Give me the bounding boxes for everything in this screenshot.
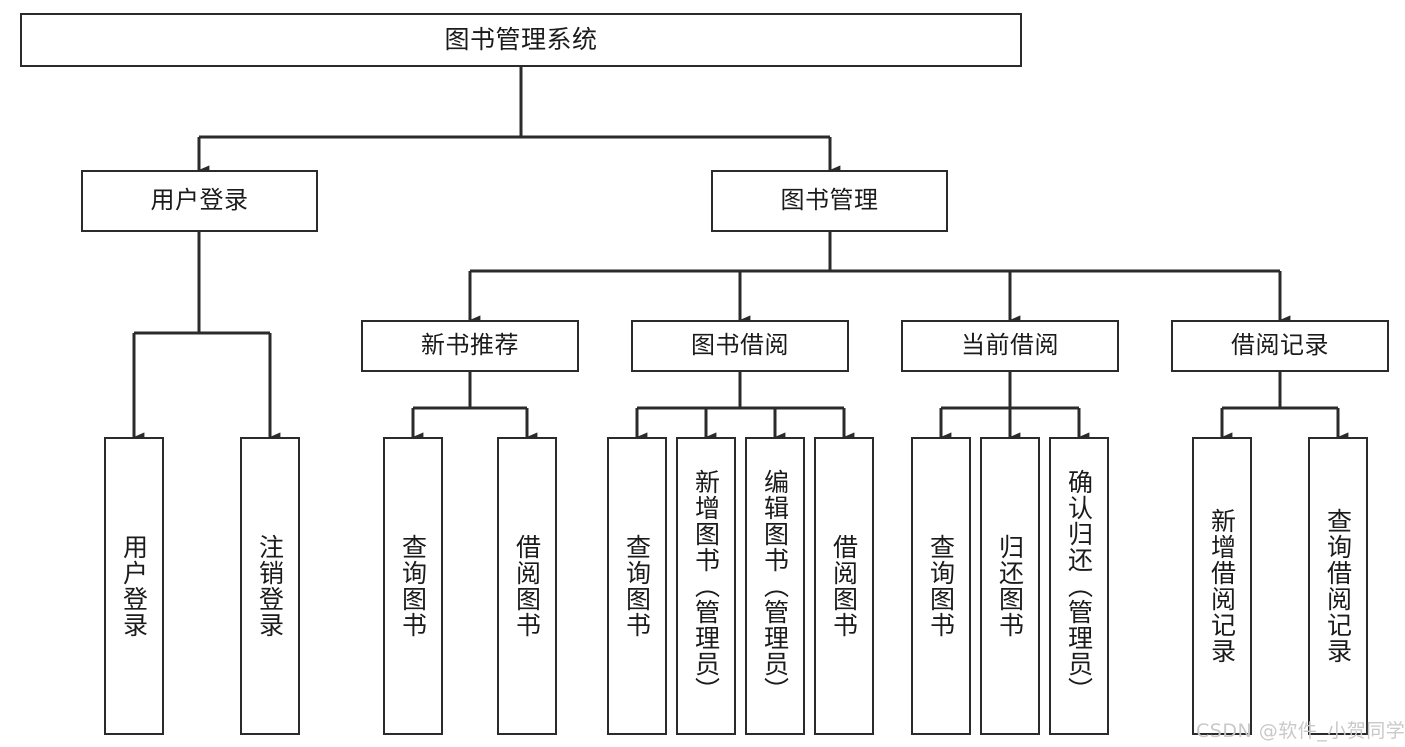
csdn-watermark: CSDN @软件_小贺同学 <box>1196 720 1405 742</box>
node-label: 当前借阅 <box>961 331 1059 360</box>
node-label: 新增图书（管理员） <box>691 469 721 703</box>
node-label: 注销登录 <box>255 534 285 638</box>
leaf-borrow-add-book[interactable]: 新增图书（管理员） <box>676 437 736 735</box>
node-label: 查询借阅记录 <box>1323 508 1353 664</box>
node-label: 用户登录 <box>119 534 149 638</box>
leaf-current-return-book[interactable]: 归还图书 <box>980 437 1040 735</box>
node-label: 借阅图书 <box>829 534 859 638</box>
node-label: 图书管理系统 <box>444 24 598 54</box>
leaf-records-add-record[interactable]: 新增借阅记录 <box>1192 437 1252 735</box>
leaf-current-confirm-return[interactable]: 确认归还（管理员） <box>1049 437 1109 735</box>
node-label: 图书借阅 <box>691 331 789 360</box>
leaf-records-query-record[interactable]: 查询借阅记录 <box>1308 437 1368 735</box>
leaf-current-query-book[interactable]: 查询图书 <box>911 437 971 735</box>
leaf-borrow-borrow-book[interactable]: 借阅图书 <box>814 437 874 735</box>
leaf-user-login-logout[interactable]: 注销登录 <box>240 437 300 735</box>
leaf-borrow-edit-book[interactable]: 编辑图书（管理员） <box>745 437 805 735</box>
node-borrow-records[interactable]: 借阅记录 <box>1171 320 1389 372</box>
node-user-login[interactable]: 用户登录 <box>81 170 318 232</box>
leaf-new-book-borrow[interactable]: 借阅图书 <box>497 437 557 735</box>
node-label: 查询图书 <box>398 534 428 638</box>
node-label: 新书推荐 <box>421 331 519 360</box>
node-root-system[interactable]: 图书管理系统 <box>20 13 1022 67</box>
node-label: 查询图书 <box>622 534 652 638</box>
node-label: 查询图书 <box>926 534 956 638</box>
node-current-borrow[interactable]: 当前借阅 <box>901 320 1119 372</box>
node-label: 借阅记录 <box>1231 331 1329 360</box>
node-label: 归还图书 <box>995 534 1025 638</box>
node-label: 编辑图书（管理员） <box>760 469 790 703</box>
leaf-user-login-login[interactable]: 用户登录 <box>104 437 164 735</box>
node-label: 确认归还（管理员） <box>1064 469 1094 703</box>
node-label: 图书管理 <box>780 186 879 215</box>
node-label: 借阅图书 <box>512 534 542 638</box>
node-label: 新增借阅记录 <box>1207 508 1237 664</box>
leaf-borrow-query-book[interactable]: 查询图书 <box>607 437 667 735</box>
leaf-new-book-query[interactable]: 查询图书 <box>383 437 443 735</box>
node-book-management[interactable]: 图书管理 <box>711 170 948 232</box>
node-book-borrow[interactable]: 图书借阅 <box>631 320 849 372</box>
node-label: 用户登录 <box>150 186 249 215</box>
node-new-book-recommend[interactable]: 新书推荐 <box>361 320 579 372</box>
